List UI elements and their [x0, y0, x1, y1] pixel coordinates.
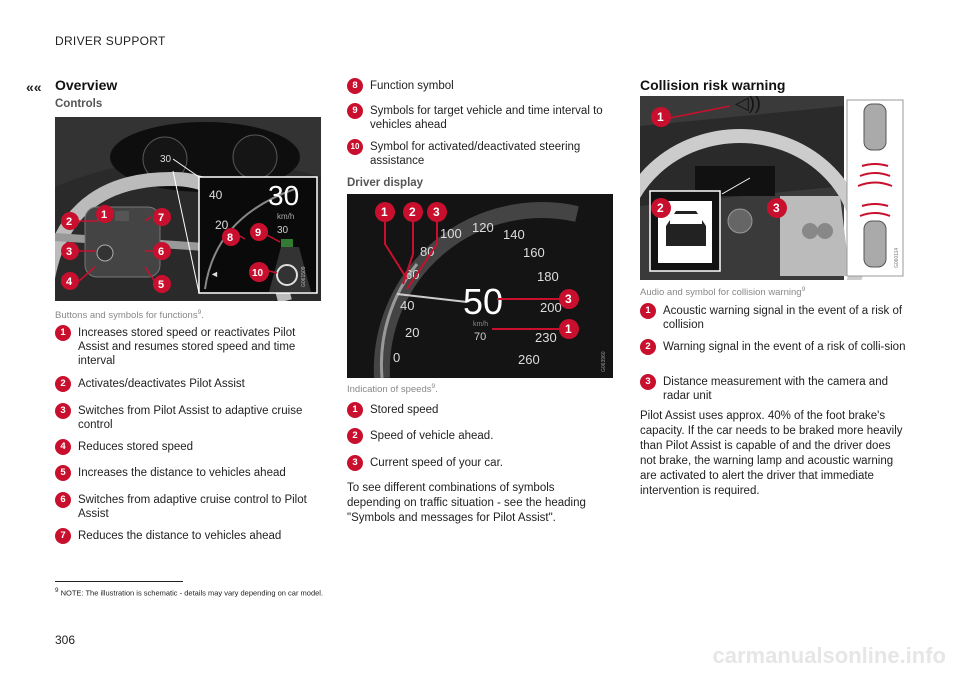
tick-0: 0	[393, 350, 400, 365]
controls-caption: Buttons and symbols for functions9.	[55, 309, 204, 322]
collision-caption: Audio and symbol for collision warning9	[640, 286, 806, 299]
stored-speed: 70	[474, 331, 486, 343]
svg-text:7: 7	[158, 212, 164, 224]
svg-text:◄: ◄	[210, 269, 219, 279]
image-code: G060114	[894, 248, 900, 268]
svg-text:30: 30	[160, 154, 172, 165]
speed-unit: km/h	[473, 321, 488, 328]
tick-230: 230	[535, 330, 557, 345]
tick-20: 20	[405, 325, 419, 340]
driver-display-illustration: 0 20 40 60 80 100 120 140 160 180 200 23…	[347, 194, 613, 378]
svg-text:3: 3	[66, 246, 72, 258]
tick-180: 180	[537, 269, 559, 284]
section-header: DRIVER SUPPORT	[55, 34, 166, 48]
svg-text:9: 9	[255, 227, 261, 239]
footnote: 9 NOTE: The illustration is schematic - …	[55, 587, 324, 598]
svg-text:1: 1	[657, 110, 664, 124]
svg-text:6: 6	[158, 246, 164, 258]
tick-140: 140	[503, 227, 525, 242]
overview-title: Overview	[55, 77, 118, 93]
controls-illustration: 30 40 20 30 km/h 30 ◄ G061509	[55, 117, 321, 301]
svg-text:10: 10	[252, 268, 264, 279]
tick-260: 260	[518, 352, 540, 367]
page-number: 306	[55, 633, 76, 647]
back-nav-icon[interactable]: ««	[26, 79, 42, 95]
tick-40: 40	[400, 298, 414, 313]
svg-text:◁)): ◁))	[735, 96, 761, 113]
collision-title: Collision risk warning	[640, 77, 786, 93]
svg-text:1: 1	[381, 205, 388, 219]
gauge-20: 20	[215, 218, 229, 232]
controls-heading: Controls	[55, 98, 103, 110]
svg-text:2: 2	[409, 205, 416, 219]
svg-text:8: 8	[227, 232, 233, 244]
svg-text:3: 3	[433, 205, 440, 219]
svg-text:3: 3	[565, 292, 572, 306]
collision-paragraph: Pilot Assist uses approx. 40% of the foo…	[640, 410, 903, 497]
svg-text:1: 1	[565, 322, 572, 336]
tick-100: 100	[440, 226, 462, 241]
driver-display-paragraph: To see different combinations of symbols…	[347, 482, 586, 524]
footnote-divider	[55, 581, 183, 582]
tick-80: 80	[420, 244, 434, 259]
speed-small: 30	[277, 225, 289, 236]
driver-display-caption: Indication of speeds9.	[347, 383, 438, 396]
speed-unit: km/h	[277, 212, 294, 221]
image-code: G061509	[301, 266, 307, 287]
current-speed: 50	[463, 281, 503, 322]
tick-160: 160	[523, 245, 545, 260]
speed-big: 30	[268, 180, 299, 211]
collision-illustration: ◁)) G060114 1 2 3	[640, 96, 906, 280]
gauge-40: 40	[209, 188, 223, 202]
image-code: G063960	[601, 351, 607, 372]
driver-display-heading: Driver display	[347, 177, 424, 189]
svg-text:1: 1	[101, 209, 107, 221]
svg-text:2: 2	[657, 201, 664, 215]
tick-200: 200	[540, 300, 562, 315]
svg-text:3: 3	[773, 201, 780, 215]
tick-60: 60	[405, 267, 419, 282]
svg-text:4: 4	[66, 276, 73, 288]
svg-text:2: 2	[66, 216, 72, 228]
svg-text:5: 5	[158, 279, 164, 291]
tick-120: 120	[472, 220, 494, 235]
watermark: carmanualsonline.info	[712, 643, 947, 668]
